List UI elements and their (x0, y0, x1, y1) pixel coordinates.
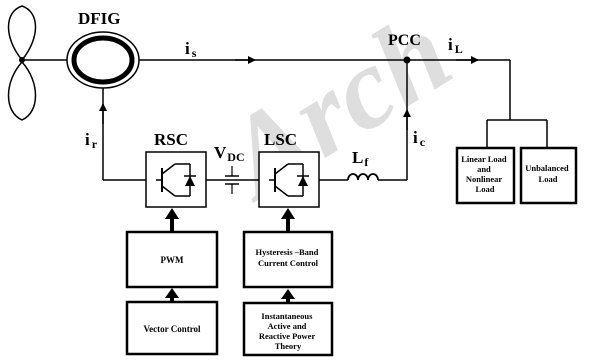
lsc-converter (258, 151, 320, 208)
wind-turbine-icon (7, 5, 67, 121)
vector-control-block (125, 300, 219, 356)
power-theory-block (242, 301, 334, 357)
dfig-generator-icon (66, 31, 140, 89)
unbalanced-load-label: Unbalanced Load (525, 163, 571, 184)
unbalanced-load-block (519, 146, 578, 205)
pcc-label: PCC (388, 32, 421, 49)
linear-nonlinear-load-block (455, 146, 516, 205)
dc-capacitor-icon (225, 166, 239, 194)
vdc-label: VDC (214, 143, 245, 164)
inductor-icon (347, 173, 379, 181)
power-theory-label: Instantaneous Active and Reactive Power … (259, 311, 317, 351)
rsc-converter (145, 151, 207, 208)
vector-control-label: Vector Control (143, 324, 201, 334)
dfig-label: DFIG (78, 9, 121, 28)
lf-label: Lf (352, 148, 369, 169)
linear-load-label: Linear Load and Nonlinear Load (461, 154, 509, 194)
pwm-label: PWM (161, 255, 184, 265)
rsc-label: RSC (154, 130, 188, 149)
control-arrows (165, 208, 295, 303)
lsc-label: LSC (264, 130, 297, 149)
hysteresis-label: Hysteresis –Band Current Control (255, 247, 320, 268)
watermark: Arch (199, 0, 472, 224)
